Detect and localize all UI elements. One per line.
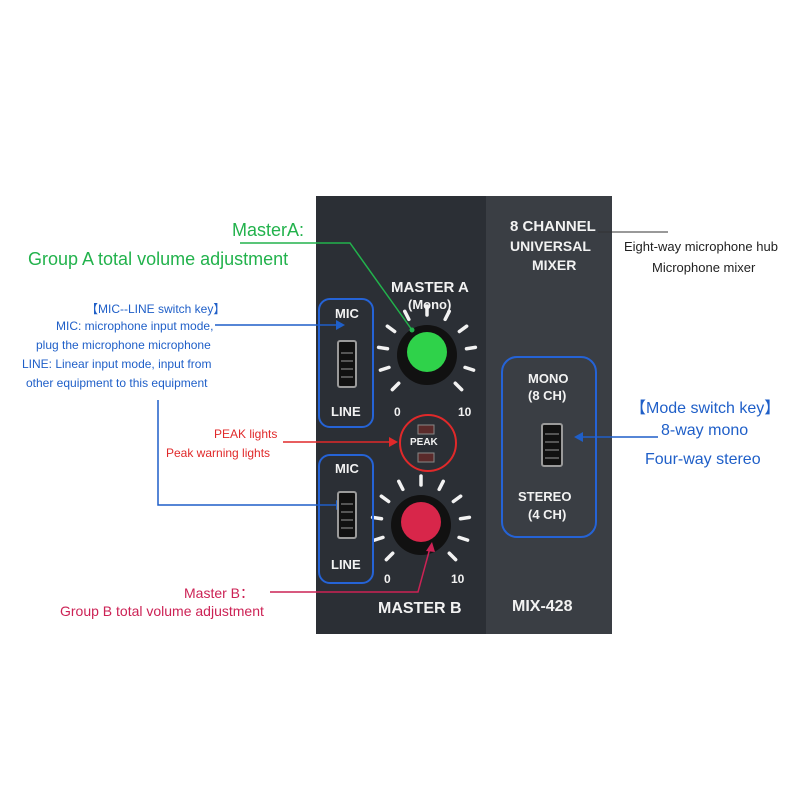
- mixer-right-section: [486, 196, 612, 634]
- peak-led-top: [417, 424, 435, 435]
- master-a-leader: [240, 242, 413, 331]
- master-b-desc: Group B total volume adjustment: [60, 603, 264, 619]
- mic-line-leader-bottom: [157, 400, 340, 506]
- scale-tick: [370, 515, 384, 521]
- master-a-sub: (Mono): [408, 297, 452, 312]
- peak-title: PEAK lights: [214, 427, 278, 441]
- mic-line-desc4: other equipment to this equipment: [26, 376, 208, 390]
- master-a-label: MASTER A: [391, 279, 469, 296]
- mode-switch[interactable]: [541, 423, 563, 467]
- model-label: MIX-428: [512, 598, 573, 615]
- peak-highlight: [399, 414, 457, 472]
- scale-tick: [457, 324, 469, 334]
- scale-tick: [443, 309, 451, 322]
- master-b-scale-min: 0: [384, 572, 391, 586]
- master-b-title: Master B：: [184, 585, 255, 601]
- scale-tick: [453, 381, 464, 392]
- peak-label: PEAK: [410, 437, 438, 448]
- mic-line-desc3: LINE: Linear input mode, input from: [22, 357, 212, 371]
- master-b-scale: [370, 474, 472, 562]
- mic-line-switch-b-highlight: [318, 454, 374, 584]
- master-a-scale: [376, 304, 478, 392]
- master-b-scale-max: 10: [451, 572, 465, 586]
- scale-tick: [464, 345, 478, 351]
- mic-line-title: 【MIC--LINE switch key】: [86, 302, 226, 316]
- mode-top-line1: MONO: [528, 371, 569, 386]
- mic-line-desc2: plug the microphone microphone: [36, 338, 211, 352]
- master-a-title: MasterA:: [232, 220, 305, 240]
- switch-b-mic-label: MIC: [335, 461, 359, 476]
- mic-line-desc1: MIC: microphone input mode,: [56, 319, 214, 333]
- brand-line-2: UNIVERSAL: [510, 238, 591, 254]
- scale-tick: [385, 324, 397, 334]
- scale-tick: [437, 479, 445, 492]
- mode-desc1: 8-way mono: [661, 422, 749, 439]
- master-b-leader: [270, 547, 431, 593]
- master-a-desc: Group A total volume adjustment: [28, 249, 289, 269]
- scale-tick: [451, 494, 463, 504]
- master-a-scale-min: 0: [394, 405, 401, 419]
- mic-line-switch-a[interactable]: [337, 340, 357, 388]
- scale-tick: [379, 494, 391, 504]
- scale-tick: [463, 365, 476, 372]
- scale-tick: [378, 365, 391, 372]
- master-a-scale-max: 10: [458, 405, 472, 419]
- mode-bottom-line1: STEREO: [518, 489, 572, 504]
- mode-title: 【Mode switch key】: [630, 400, 781, 417]
- hub-line1: Eight-way microphone hub: [624, 239, 778, 254]
- master-b-label: MASTER B: [378, 600, 462, 617]
- switch-a-mic-label: MIC: [335, 306, 359, 321]
- scale-tick: [403, 309, 411, 322]
- mode-bottom-line2: (4 CH): [528, 507, 567, 522]
- brand-line-3: MIXER: [532, 257, 577, 273]
- master-a-knob[interactable]: [407, 332, 447, 372]
- scale-tick: [372, 535, 385, 542]
- peak-desc: Peak warning lights: [166, 446, 271, 460]
- scale-tick: [457, 535, 470, 542]
- mode-desc2: Four-way stereo: [645, 451, 761, 468]
- master-b-knob[interactable]: [401, 502, 441, 542]
- mode-switch-highlight: [501, 356, 597, 538]
- scale-tick: [390, 381, 401, 392]
- scale-tick: [384, 551, 395, 562]
- scale-tick: [397, 479, 405, 492]
- scale-tick: [458, 515, 472, 521]
- hub-line2: Microphone mixer: [652, 260, 756, 275]
- brand-line-1: 8 CHANNEL: [510, 218, 596, 235]
- scale-tick: [447, 551, 458, 562]
- mode-top-line2: (8 CH): [528, 388, 567, 403]
- switch-a-line-label: LINE: [331, 404, 361, 419]
- switch-b-line-label: LINE: [331, 557, 361, 572]
- peak-led-bottom: [417, 452, 435, 463]
- scale-tick: [376, 345, 390, 351]
- mic-line-switch-a-highlight: [318, 298, 374, 428]
- mic-line-switch-b[interactable]: [337, 491, 357, 539]
